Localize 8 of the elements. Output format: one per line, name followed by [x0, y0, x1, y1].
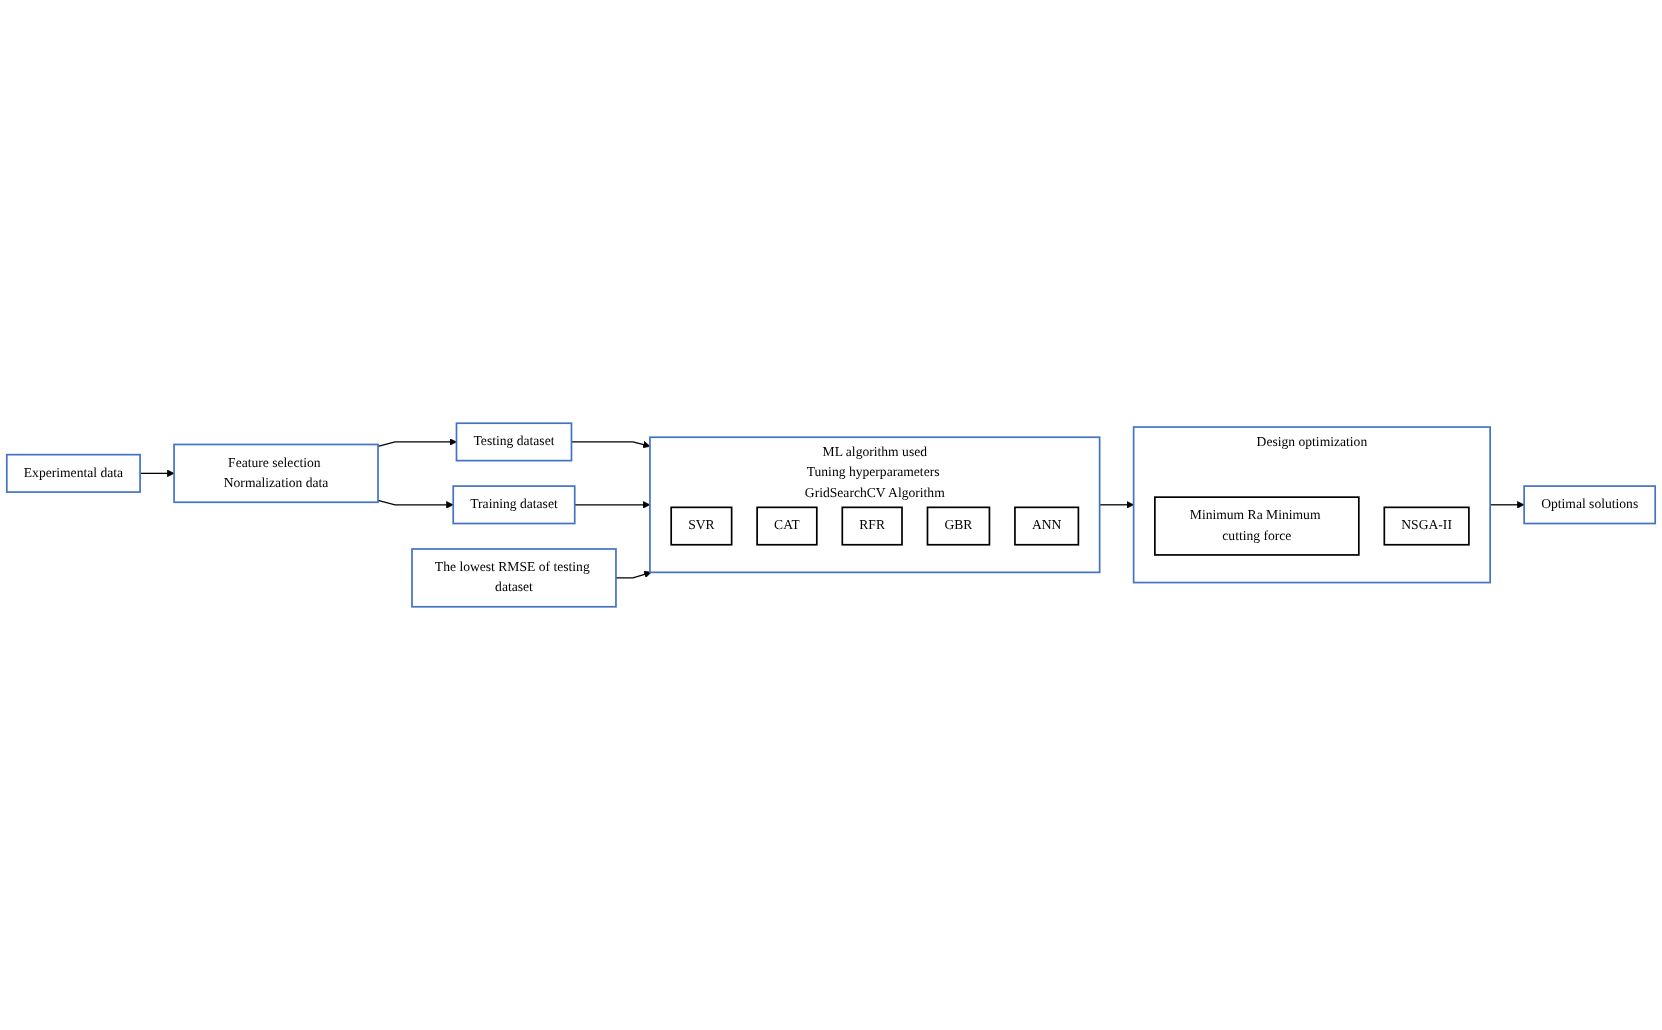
- arrow: [139, 469, 175, 478]
- arrow: [377, 499, 454, 509]
- arrow: [615, 570, 652, 579]
- arrow: [574, 501, 651, 509]
- arrow: [570, 441, 651, 449]
- arrow: [377, 438, 457, 448]
- arrow: [1489, 501, 1525, 509]
- arrow: [1099, 501, 1134, 509]
